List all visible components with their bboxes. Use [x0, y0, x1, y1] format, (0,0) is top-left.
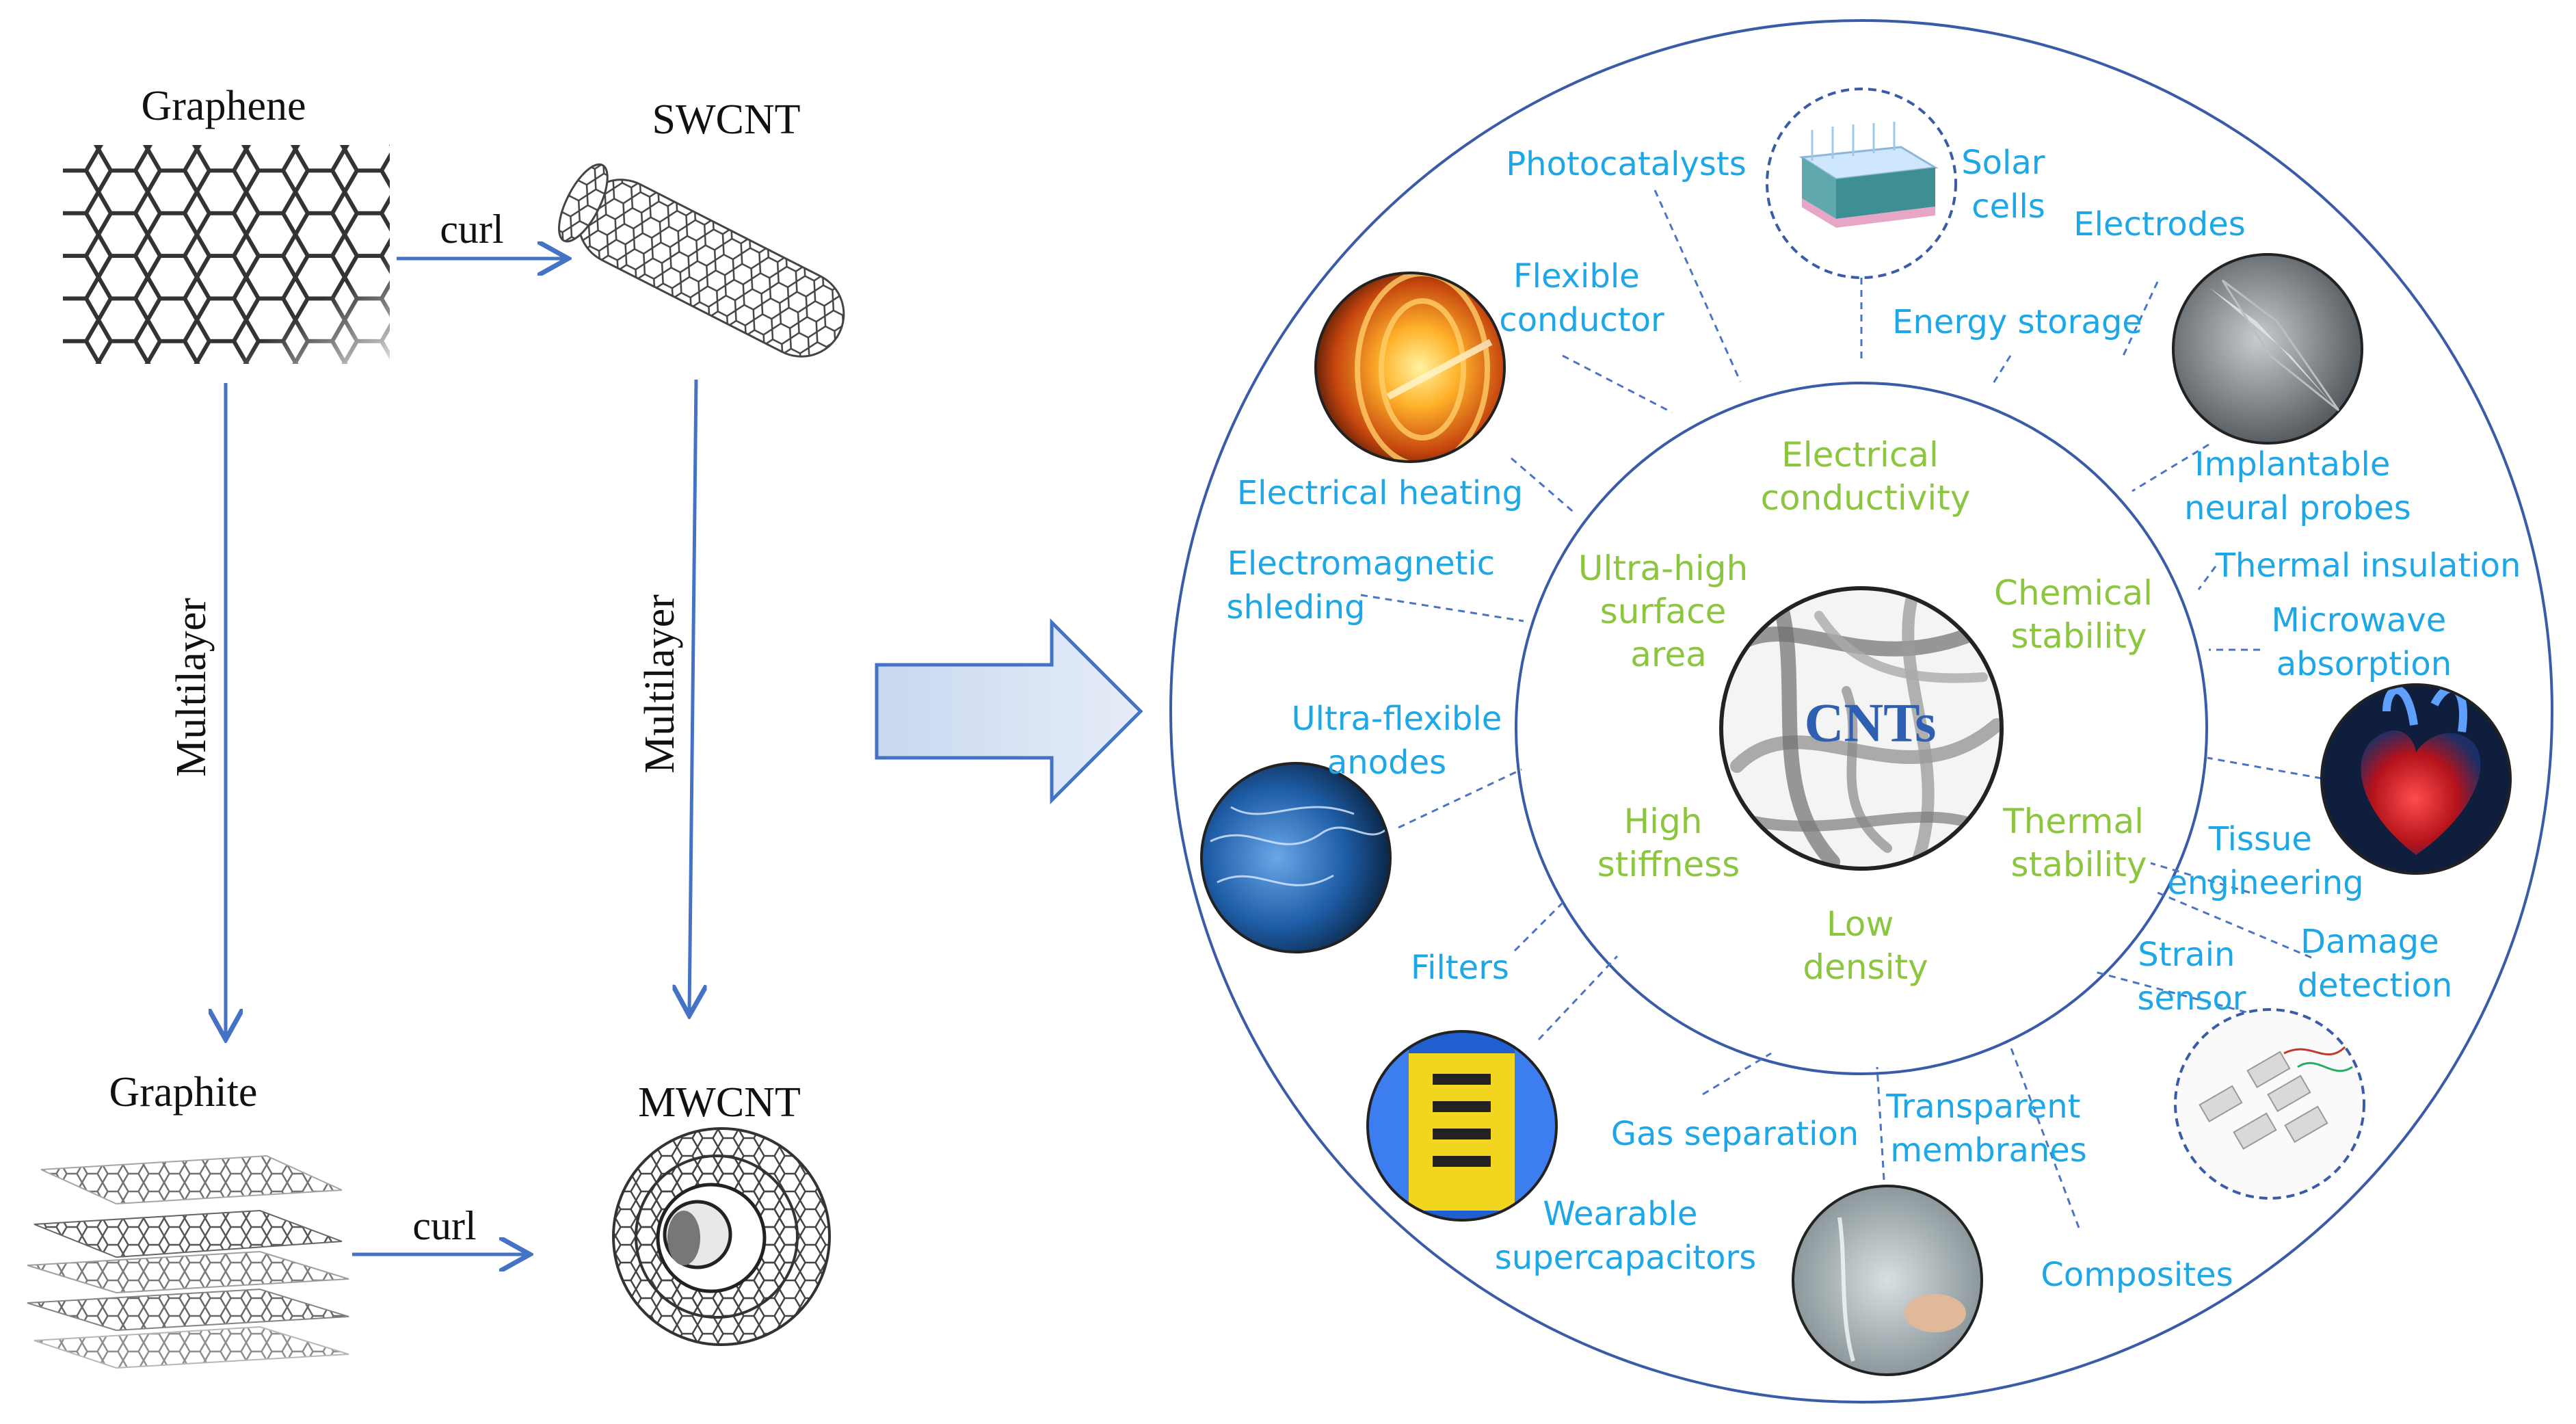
flexible-anode-image — [1200, 762, 1392, 953]
app-ultra-flexible-anodes: Ultra-flexible anodes — [1291, 700, 1512, 782]
connector-lines — [1360, 189, 2322, 1228]
swcnt-label: SWCNT — [652, 96, 801, 143]
graphite-label: Graphite — [109, 1069, 258, 1116]
app-electrical-heating: Electrical heating — [1237, 474, 1523, 512]
app-solar-cells: Solar cells — [1961, 144, 2056, 226]
app-energy-storage: Energy storage — [1892, 303, 2142, 341]
graphene-label: Graphene — [142, 83, 306, 129]
neural-probe-image — [2172, 253, 2363, 445]
heart-tissue-image — [2320, 683, 2512, 875]
electrical-heating-image — [1314, 272, 1506, 463]
app-thermal-insulation: Thermal insulation — [2215, 546, 2521, 585]
app-flexible-conductor: Flexible conductor — [1499, 257, 1664, 339]
app-electrodes: Electrodes — [2073, 205, 2245, 243]
graphene-sheet-illustration — [63, 145, 390, 364]
property-labels: Electrical conductivity Chemical stabili… — [1578, 435, 2164, 987]
multilayer-label-left: Multilayer — [168, 598, 215, 777]
app-wearable-supercapacitors: Wearable supercapacitors — [1495, 1195, 1756, 1277]
app-tissue-engineering: Tissue engineering — [2167, 820, 2363, 902]
mwcnt-illustration — [612, 1127, 831, 1346]
app-strain-sensor: Strain sensor — [2137, 936, 2246, 1018]
outer-ring — [1169, 19, 2553, 1403]
curl-label-bottom: curl — [412, 1203, 476, 1248]
property-thermal-stability: Thermal stability — [2002, 802, 2155, 884]
app-implantable-neural-probes: Implantable neural probes — [2184, 445, 2411, 527]
cnt-applications-wheel: CNTs Electrical conductivity Chemical st… — [1169, 19, 2553, 1403]
curl-label-top: curl — [440, 207, 503, 252]
app-electromagnetic-shielding: Electromagnetic shleding — [1227, 544, 1506, 627]
application-labels: Photocatalysts Solar cells Electrodes Fl… — [1227, 144, 2521, 1294]
cnts-label: CNTs — [1805, 693, 1937, 753]
property-electrical-conductivity: Electrical conductivity — [1761, 435, 1971, 518]
app-damage-detection: Damage detection — [2298, 923, 2453, 1005]
left-panel: Graphene SWCNT curl Multilayer Multilaye… — [27, 83, 845, 1369]
multilayer-arrow-right — [689, 379, 696, 1012]
app-filters: Filters — [1411, 949, 1509, 987]
strain-sensor-image — [2174, 1008, 2365, 1200]
app-gas-separation: Gas separation — [1611, 1115, 1859, 1153]
cnt-center-image: CNTs — [1719, 586, 2004, 871]
swcnt-tube-illustration — [558, 163, 845, 358]
app-composites: Composites — [2041, 1256, 2233, 1294]
application-images — [1200, 88, 2512, 1376]
property-ultra-high-surface-area: Ultra-high surface area — [1578, 549, 1759, 674]
property-high-stiffness: High stiffness — [1597, 802, 1740, 884]
solar-cells-image — [1766, 88, 1957, 279]
mwcnt-label: MWCNT — [638, 1079, 801, 1126]
property-chemical-stability: Chemical stability — [1994, 573, 2164, 656]
wearable-supercapacitor-image — [1366, 1030, 1558, 1222]
multilayer-label-right: Multilayer — [637, 594, 683, 774]
property-low-density: Low density — [1803, 904, 1928, 987]
inner-ring — [1515, 382, 2208, 1075]
app-microwave-absorption: Microwave absorption — [2271, 601, 2456, 683]
transparent-membrane-image — [1792, 1185, 1983, 1376]
app-photocatalysts: Photocatalysts — [1506, 145, 1747, 183]
app-transparent-membranes: Transparent membranes — [1885, 1087, 2090, 1170]
graphite-stack-illustration — [27, 1155, 349, 1369]
transition-arrow — [875, 618, 1143, 805]
